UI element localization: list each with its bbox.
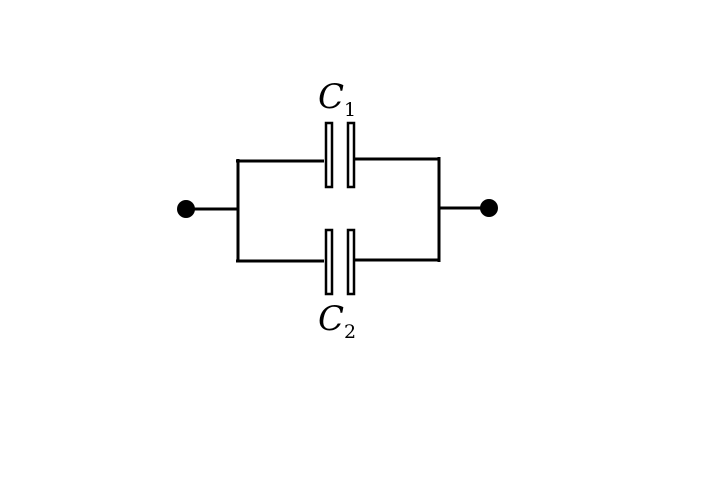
capacitor-c1-subscript: 1 bbox=[344, 99, 356, 121]
capacitor-c1-symbol: C bbox=[318, 77, 344, 117]
capacitor-c1-label: C1 bbox=[318, 77, 356, 121]
capacitor-c1 bbox=[324, 121, 356, 189]
capacitor-c2-left-plate bbox=[324, 228, 334, 296]
capacitor-c2-symbol: C bbox=[318, 299, 344, 339]
capacitor-c2-subscript: 2 bbox=[344, 321, 356, 343]
capacitor-c1-left-plate bbox=[324, 121, 334, 189]
capacitor-c2 bbox=[324, 228, 356, 296]
capacitor-c2-label: C2 bbox=[318, 299, 356, 343]
right-terminal bbox=[480, 199, 498, 217]
capacitor-c1-right-plate bbox=[346, 121, 356, 189]
capacitor-c2-right-plate bbox=[346, 228, 356, 296]
